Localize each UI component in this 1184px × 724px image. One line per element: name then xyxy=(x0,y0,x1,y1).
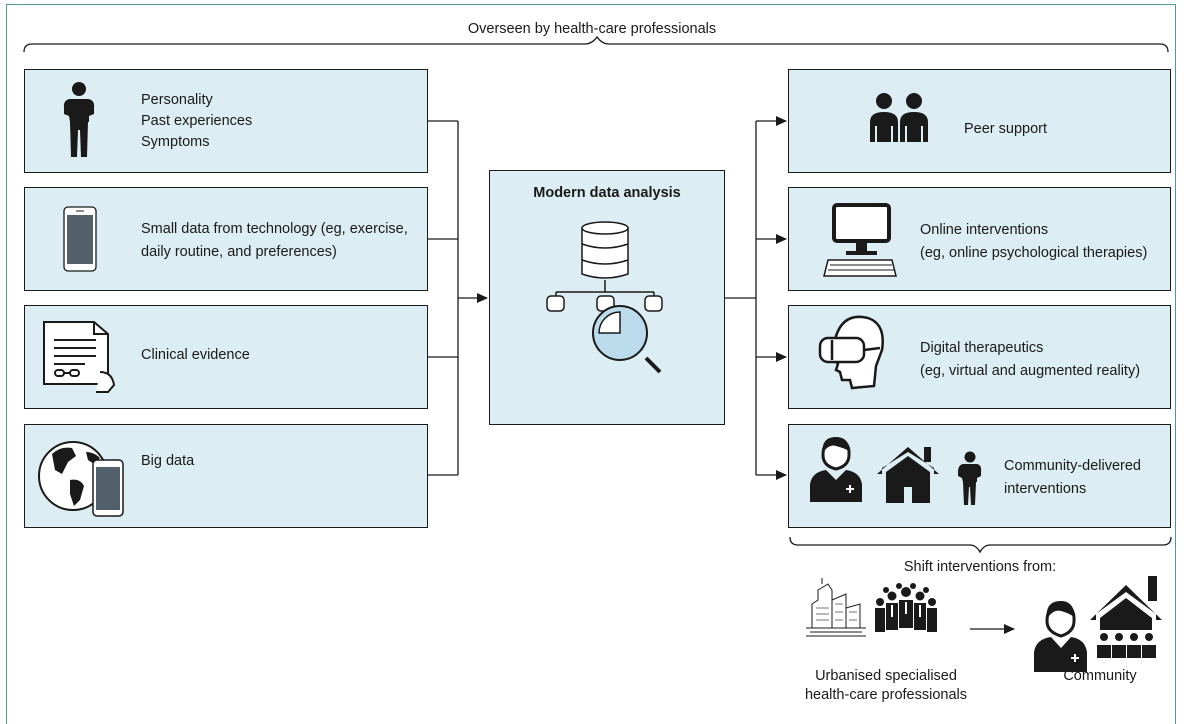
input-line: Past experiences xyxy=(141,113,253,129)
document-icon xyxy=(43,321,116,393)
bottom-brace xyxy=(789,536,1172,554)
shift-title: Shift interventions from: xyxy=(903,559,1057,575)
person-small-icon xyxy=(958,451,982,505)
center-title: Modern data analysis xyxy=(533,185,681,201)
input-line: Personality xyxy=(141,92,213,108)
city-skyline-icon xyxy=(806,578,866,637)
vr-headset-icon xyxy=(818,315,884,390)
output-line: (eg, online psychological therapies) xyxy=(920,245,1148,261)
community-house-icon xyxy=(1090,576,1162,658)
smartphone-icon xyxy=(63,206,97,272)
input-line: daily routine, and preferences) xyxy=(141,244,337,260)
globe-phone-icon xyxy=(38,441,124,517)
output-text-community: Community-delivered interventions xyxy=(1004,455,1141,501)
input-line: Clinical evidence xyxy=(141,347,250,363)
crowd-icon xyxy=(875,583,937,632)
shift-from-line: health-care professionals xyxy=(804,687,967,703)
shift-to-caption: Community xyxy=(1063,668,1137,684)
output-text-digital-therapeutics: Digital therapeutics (eg, virtual and au… xyxy=(920,337,1140,383)
input-line: Small data from technology (eg, exercise… xyxy=(141,221,408,237)
output-text-peer-support: Peer support xyxy=(964,119,1047,140)
input-line: Big data xyxy=(141,453,195,469)
output-line: Peer support xyxy=(964,121,1048,137)
input-text-clinical-evidence: Clinical evidence xyxy=(141,345,250,366)
shift-from-caption: Urbanised specialised health-care profes… xyxy=(776,667,996,705)
input-text-small-data: Small data from technology (eg, exercise… xyxy=(141,218,408,264)
overseen-label: Overseen by health-care professionals xyxy=(467,21,717,37)
output-box-peer-support xyxy=(788,69,1171,173)
output-line: interventions xyxy=(1004,481,1087,497)
input-text-personality: Personality Past experiences Symptoms xyxy=(141,90,252,153)
output-connectors xyxy=(725,116,787,480)
computer-icon xyxy=(823,203,897,277)
output-text-online-interventions: Online interventions (eg, online psychol… xyxy=(920,219,1147,265)
output-line: Digital therapeutics xyxy=(920,340,1044,356)
input-connectors xyxy=(428,120,488,476)
top-brace xyxy=(23,35,1169,53)
doctor-icon xyxy=(810,437,862,502)
input-text-big-data: Big data xyxy=(141,451,194,472)
input-box-small-data xyxy=(24,187,428,291)
figure-frame xyxy=(6,4,1176,724)
output-line: Community-delivered xyxy=(1004,458,1141,474)
output-line: (eg, virtual and augmented reality) xyxy=(920,363,1141,379)
database-analysis-icon xyxy=(546,221,663,374)
output-line: Online interventions xyxy=(920,222,1049,238)
people-icon xyxy=(870,93,928,142)
house-icon xyxy=(877,447,939,503)
shift-from-line: Urbanised specialised xyxy=(815,668,957,684)
input-box-personality xyxy=(24,69,428,173)
person-icon xyxy=(63,82,95,157)
community-doctor-icon xyxy=(1034,601,1087,672)
input-line: Symptoms xyxy=(141,134,210,150)
